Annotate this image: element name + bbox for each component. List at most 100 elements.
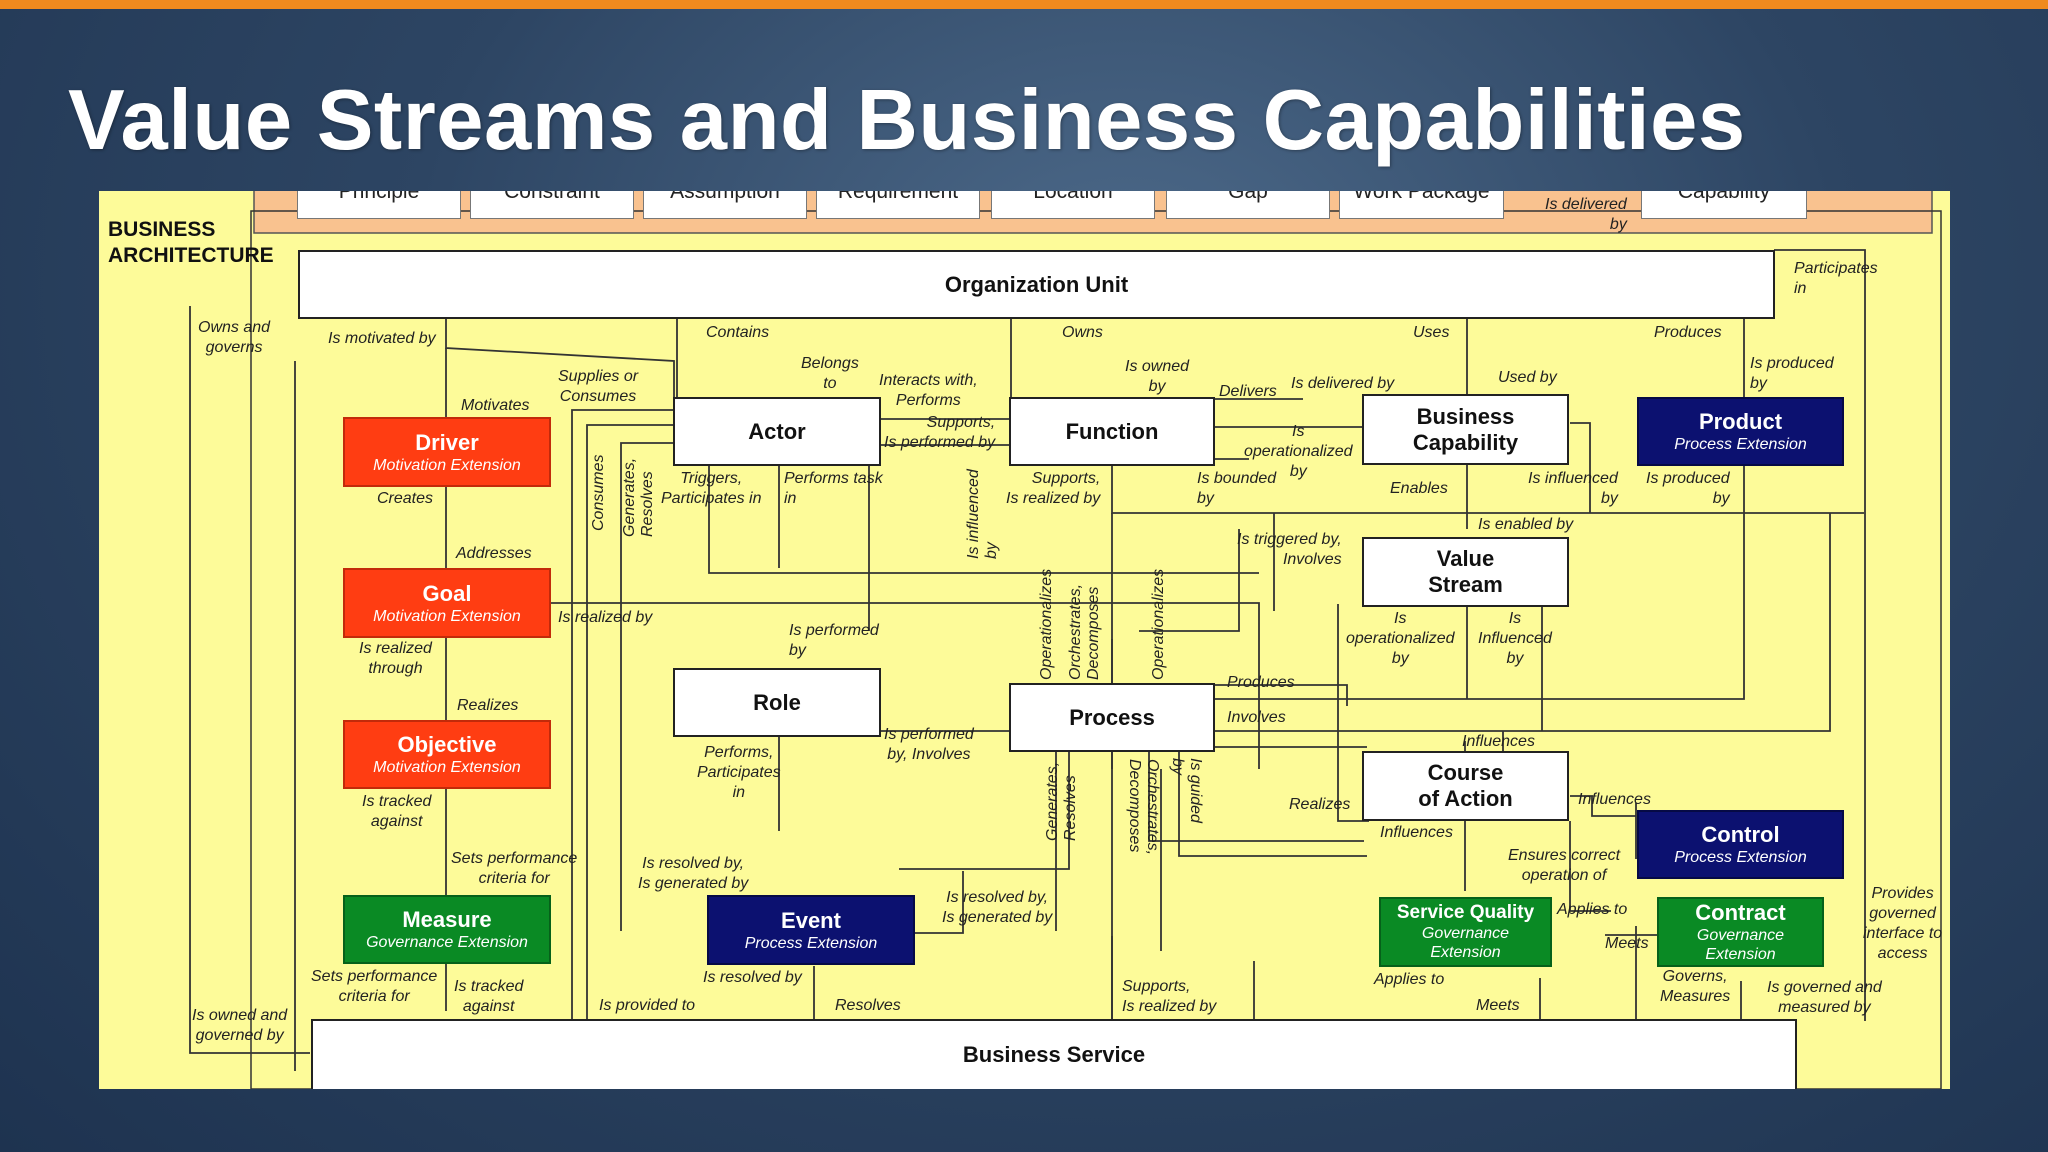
- rel-label: Is Influenced by: [1478, 610, 1552, 667]
- box-label: Function: [1065, 418, 1159, 444]
- rel-label-vertical: Generates, Resolves: [1044, 761, 1079, 841]
- course-of-action-box: Course of Action: [1362, 751, 1569, 821]
- rel-label: Motivates: [461, 397, 530, 414]
- actor-box: Actor: [673, 397, 881, 466]
- box-label: Event: [781, 907, 841, 933]
- rel-label: Produces: [1654, 324, 1722, 341]
- top-cell-constraint: Constraint: [470, 191, 634, 219]
- rel-label: Realizes: [1289, 796, 1351, 813]
- rel-label: Is realized through: [359, 640, 432, 677]
- rel-label: Belongs to: [801, 355, 859, 392]
- rel-label: Is operationalized by: [1346, 610, 1455, 667]
- rel-label: Is governed and measured by: [1767, 979, 1882, 1016]
- rel-label: Is influenced by: [1528, 470, 1618, 507]
- rel-label: Influences: [1578, 791, 1651, 808]
- rel-label-vertical: Orchestrates, Decomposes: [1126, 759, 1161, 856]
- rel-label: Is resolved by, Is generated by: [942, 889, 1053, 926]
- box-label: Process: [1069, 704, 1155, 730]
- rel-label: Influences: [1462, 733, 1535, 750]
- rel-label-vertical: Is influenced by: [965, 469, 1000, 559]
- rel-label: Applies to: [1557, 901, 1628, 918]
- rel-label: Uses: [1413, 324, 1450, 341]
- rel-label: Supports, Is realized by: [1122, 978, 1217, 1015]
- top-cell-assumption: Assumption: [643, 191, 807, 219]
- rel-label: Is operationalized by: [1244, 423, 1353, 480]
- box-label: Role: [753, 689, 801, 715]
- rel-label: Is resolved by, Is generated by: [638, 855, 749, 892]
- rel-label: Meets: [1605, 935, 1649, 952]
- rel-label: Contains: [706, 324, 770, 341]
- top-row-label: Is delivered by: [1545, 196, 1627, 233]
- top-cell-label: Assumption: [670, 191, 780, 203]
- box-label: Course of Action: [1418, 760, 1513, 811]
- box-label: Contract: [1695, 900, 1786, 925]
- rel-label: Is delivered by: [1291, 375, 1395, 392]
- rel-label-vertical: Is guided by: [1169, 758, 1204, 823]
- rel-label: Is tracked against: [454, 978, 524, 1015]
- rel-label: Is provided to: [599, 997, 696, 1014]
- rel-label: Supports, Is realized by: [1006, 470, 1101, 507]
- rel-label: Is resolved by: [703, 969, 802, 986]
- box-extension: Process Extension: [1674, 436, 1807, 453]
- rel-label-vertical: Consumes: [590, 454, 607, 531]
- box-label: Measure: [402, 907, 492, 932]
- business-service-box: Business Service: [311, 1019, 1797, 1089]
- top-cell-label: Gap: [1228, 191, 1268, 203]
- rel-label: Participates in: [1794, 260, 1878, 297]
- box-label: Goal: [422, 580, 472, 606]
- accent-bar: [0, 0, 2048, 9]
- top-cell-work-package: Work Package: [1339, 191, 1504, 219]
- rel-label: Addresses: [456, 545, 532, 562]
- top-cell-label: Requirement: [837, 191, 959, 203]
- rel-label: Triggers, Participates in: [661, 470, 762, 507]
- business-architecture-diagram: BUSINESS ARCHITECTURE Principle Constrai…: [99, 191, 1950, 1089]
- rel-label: Ensures correct operation of: [1508, 847, 1621, 884]
- rel-label: Resolves: [835, 997, 901, 1014]
- rel-label: Involves: [1227, 709, 1286, 726]
- rel-label: Sets performance criteria for: [451, 850, 578, 887]
- rel-label: Is motivated by: [328, 330, 436, 347]
- rel-label: Influences: [1380, 824, 1453, 841]
- rel-label: Meets: [1476, 997, 1520, 1014]
- top-cell-gap: Gap: [1166, 191, 1330, 219]
- top-cell-location: Location: [991, 191, 1155, 219]
- rel-label: Supplies or Consumes: [558, 368, 639, 405]
- box-extension: Governance Extension: [366, 934, 528, 951]
- box-extension: Process Extension: [744, 934, 878, 952]
- box-label: Product: [1698, 409, 1783, 434]
- rel-label: Owns and governs: [198, 319, 271, 356]
- rel-label-vertical: Operationalizes: [1038, 568, 1055, 680]
- rel-label: Produces: [1227, 674, 1295, 691]
- rel-label: Owns: [1062, 324, 1103, 341]
- role-box: Role: [673, 668, 881, 737]
- function-box: Function: [1009, 397, 1215, 466]
- rel-label: Is performed by: [789, 622, 879, 659]
- rel-label: Enables: [1390, 480, 1448, 497]
- section-label: BUSINESS ARCHITECTURE: [108, 217, 274, 269]
- rel-label: Realizes: [457, 697, 519, 714]
- process-box: Process: [1009, 683, 1215, 752]
- box-label: Driver: [415, 429, 479, 455]
- value-stream-box: Value Stream: [1362, 537, 1569, 607]
- rel-label: Is tracked against: [362, 793, 432, 830]
- rel-label-vertical: Orchestrates, Decomposes: [1067, 583, 1102, 680]
- business-capability-box: Business Capability: [1362, 394, 1569, 465]
- top-cell-capability: Capability: [1641, 191, 1807, 219]
- rel-label: Provides governed interface to access: [1863, 885, 1943, 962]
- organization-unit-box: Organization Unit: [298, 250, 1775, 319]
- rel-label: Supports, Is performed by: [884, 414, 996, 451]
- box-label: Objective: [397, 732, 497, 757]
- box-extension: Process Extension: [1674, 849, 1807, 866]
- rel-label: Applies to: [1374, 971, 1445, 988]
- box-extension: Motivation Extension: [373, 759, 521, 776]
- rel-label: Is owned by: [1125, 358, 1190, 395]
- rel-label: Is produced by: [1646, 470, 1730, 507]
- rel-label: Used by: [1498, 369, 1557, 386]
